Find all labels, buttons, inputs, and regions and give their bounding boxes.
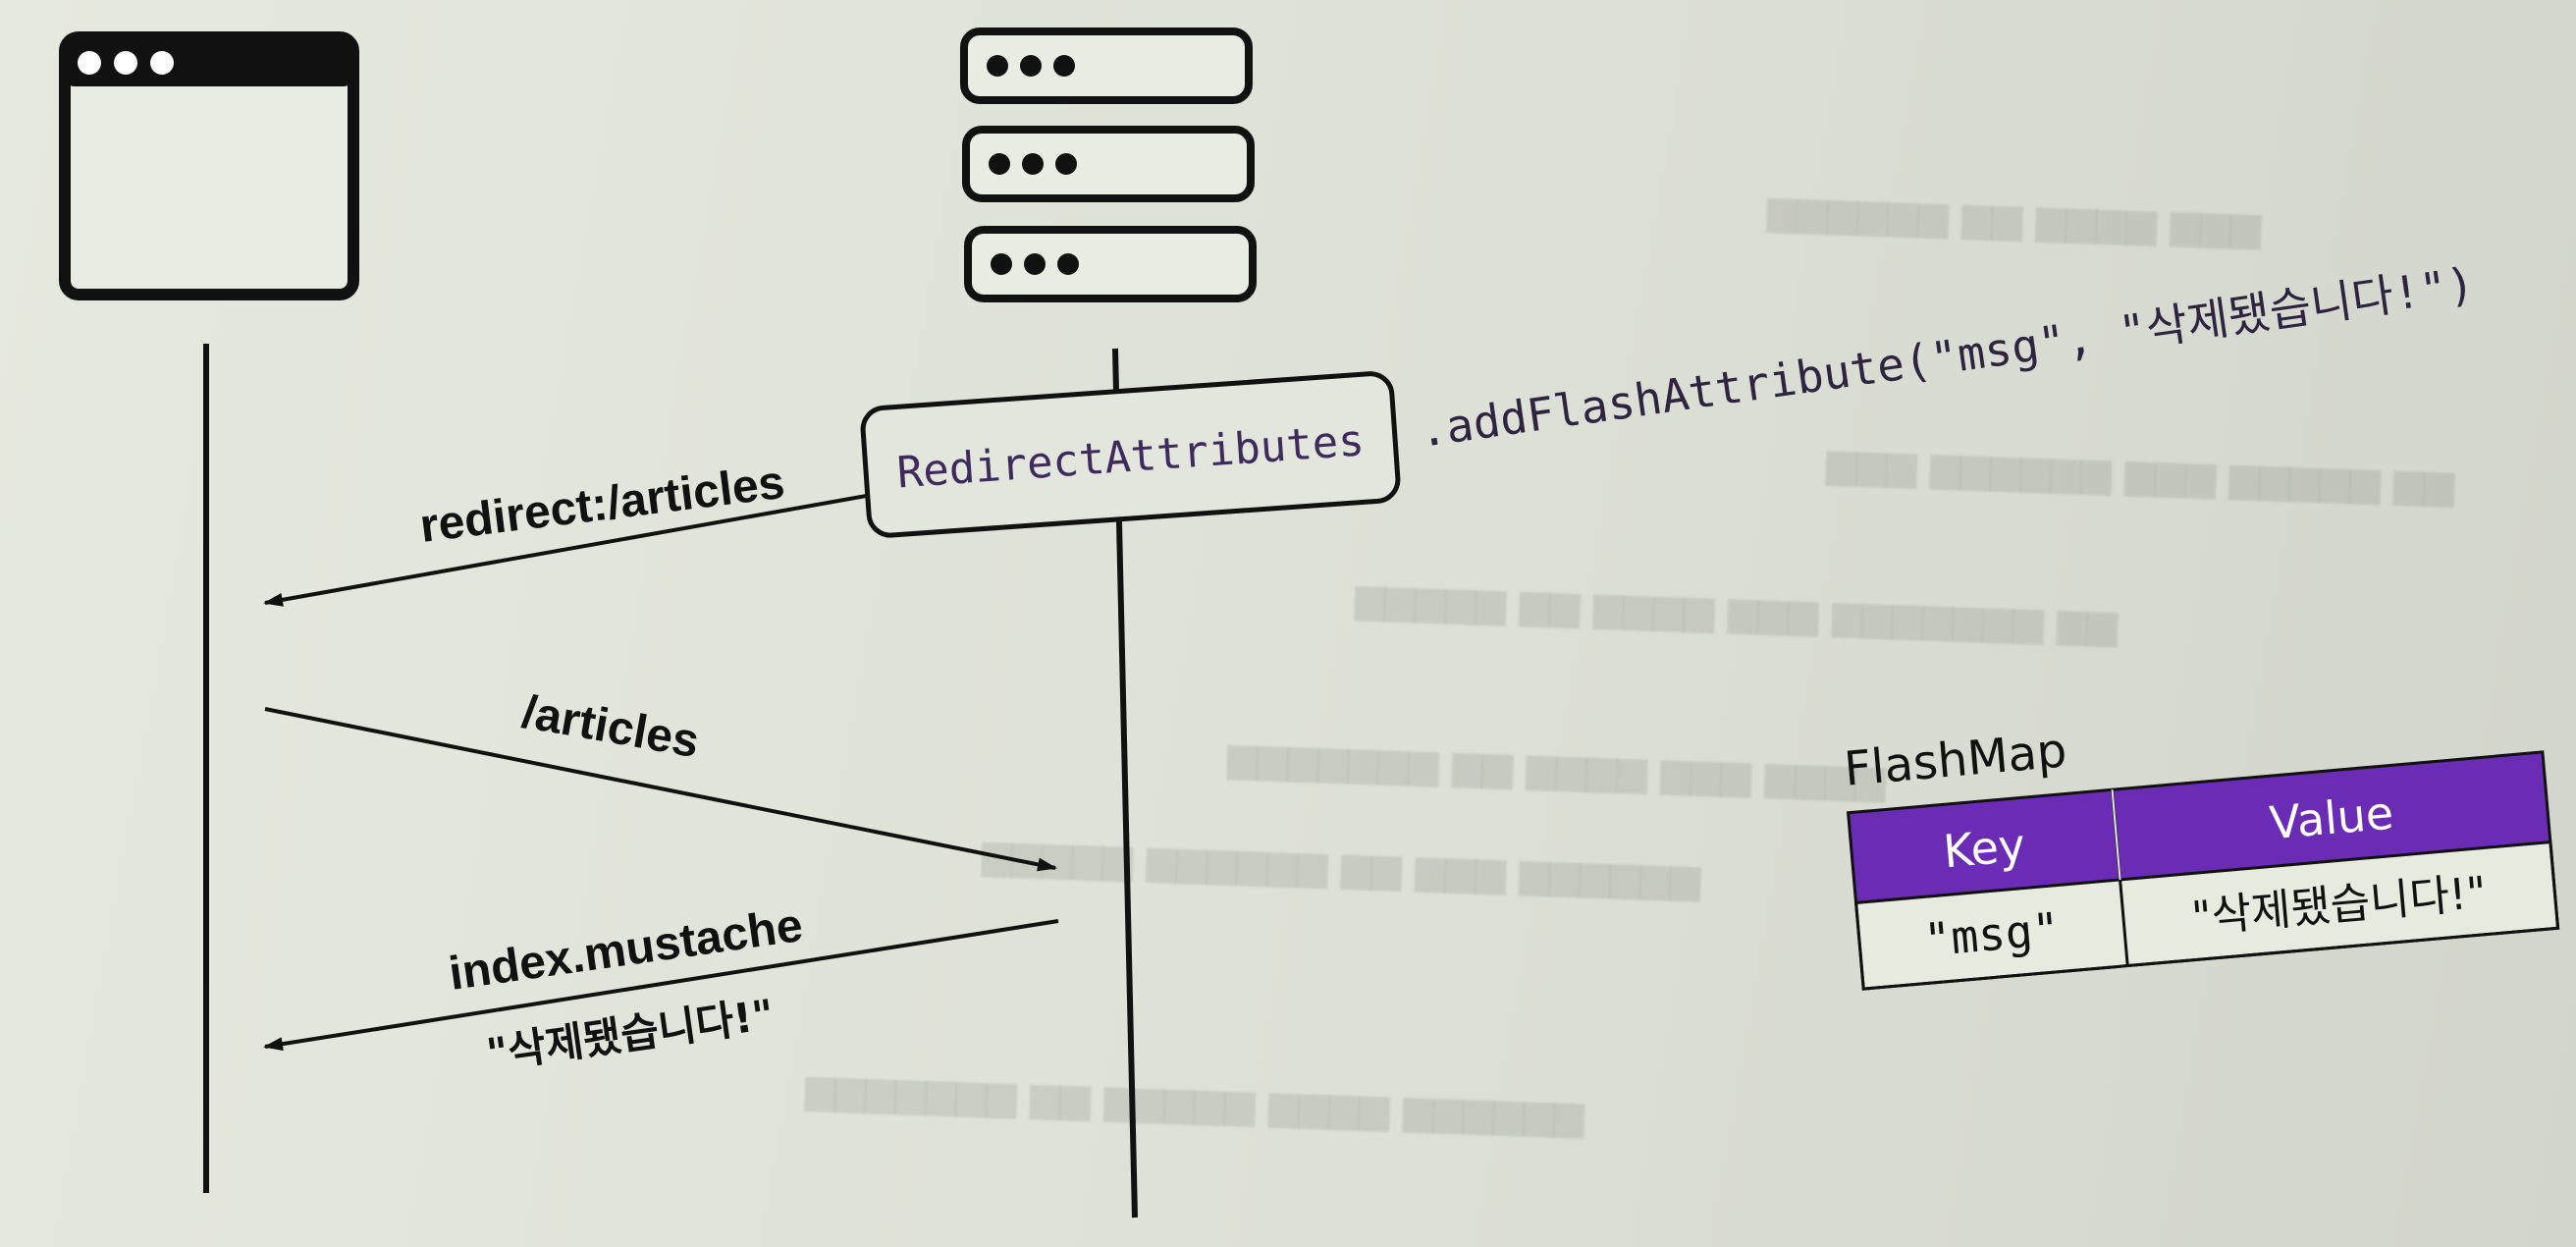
flash-map-table: FlashMap Key Value "msg" "삭제됐습니다!" [1842,723,2560,991]
flash-map-title: FlashMap [1842,723,2068,797]
flash-map-cell-key: "msg" [1922,902,2063,967]
get-articles-arrow [264,707,1057,872]
response-view-label: index.mustache [446,899,806,1001]
redirect-attributes-box: RedirectAttributes [860,371,1401,538]
redirect-arrow [263,493,873,607]
add-flash-attribute-call: .addFlashAttribute("msg", "삭제됐습니다!") [1416,256,2478,457]
browser-window-icon [59,31,359,300]
server-stack-icon [960,27,1257,302]
flash-map-header-row [1848,751,2550,903]
flash-map-header-key: Key [1941,818,2027,878]
get-articles-label: /articles [518,686,703,769]
flash-map-header-value: Value [2268,786,2396,850]
response-arrow [263,919,1059,1052]
redirect-label: redirect:/articles [417,457,787,553]
